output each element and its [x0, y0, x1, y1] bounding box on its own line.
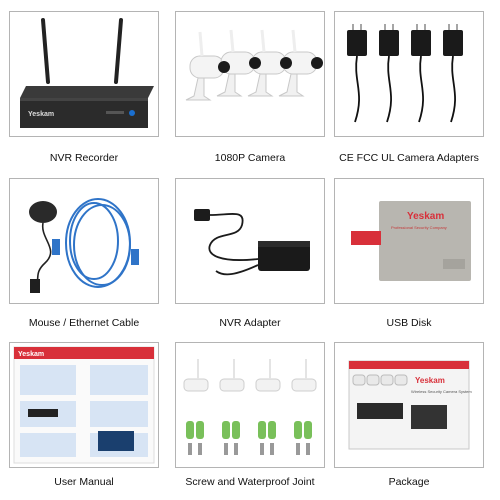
mouse-cable-image [29, 198, 139, 293]
caption-1080p-camera: 1080P Camera [214, 152, 286, 164]
item-box-nvr-adapter [175, 178, 325, 304]
camera-image [185, 29, 323, 101]
item-box-1080p-camera [175, 11, 325, 137]
usb-subtitle-label: Professional Security Company [391, 225, 447, 230]
package-brand-label: Yeskam [415, 376, 445, 385]
item-box-screws [175, 342, 325, 468]
screws-joints-image [183, 359, 317, 455]
item-box-camera-adapters [334, 11, 484, 137]
caption-nvr-recorder: NVR Recorder [49, 152, 119, 164]
caption-nvr-adapter: NVR Adapter [219, 317, 281, 329]
caption-usb-disk: USB Disk [386, 317, 432, 329]
caption-camera-adapters: CE FCC UL Camera Adapters [339, 152, 479, 164]
item-box-usb-disk: Yeskam Professional Security Company [334, 178, 484, 304]
caption-screws: Screw and Waterproof Joint [185, 476, 315, 488]
package-image: Yeskam Wireless Security Camera System [348, 360, 472, 450]
item-box-user-manual: Yeskam [9, 342, 159, 468]
usb-brand-label: Yeskam [407, 211, 444, 222]
item-box-mouse-cable [9, 178, 159, 304]
caption-package: Package [388, 476, 430, 488]
caption-mouse-cable: Mouse / Ethernet Cable [28, 317, 140, 329]
usb-disk-image: Yeskam Professional Security Company [351, 201, 471, 281]
item-box-nvr-recorder: Yeskam [9, 11, 159, 137]
nvr-adapter-image [194, 209, 310, 276]
camera-adapters-image [347, 24, 463, 123]
caption-user-manual: User Manual [54, 476, 114, 488]
user-manual-image: Yeskam [13, 346, 155, 464]
nvr-brand-label: Yeskam [28, 111, 54, 118]
item-box-package: Yeskam Wireless Security Camera System [334, 342, 484, 468]
manual-brand-label: Yeskam [18, 351, 44, 358]
nvr-recorder-image: Yeskam [20, 18, 154, 128]
package-subtitle-label: Wireless Security Camera System [411, 389, 472, 394]
